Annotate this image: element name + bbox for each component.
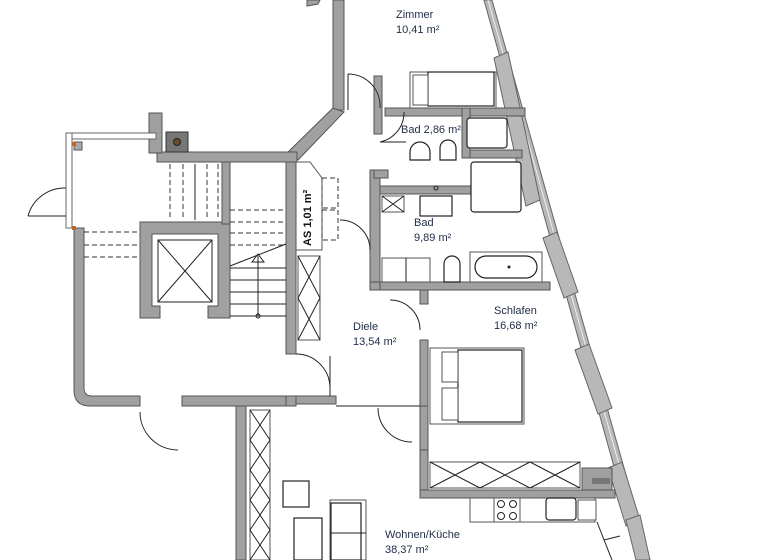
kitchen-counter	[469, 497, 621, 560]
zimmer-bed	[409, 71, 497, 109]
room-label-zimmer: Zimmer 10,41 m²	[396, 8, 439, 38]
facade-wall	[483, 0, 651, 560]
storage-units	[249, 195, 581, 560]
room-area: 2,86 m²	[423, 124, 461, 136]
room-label-wohnen-kueche: Wohnen/Küche 38,37 m²	[385, 528, 460, 558]
staircase	[84, 164, 287, 319]
room-area: 1,01 m²	[302, 189, 314, 228]
living-furniture	[282, 480, 367, 560]
room-label-bad-small: Bad 2,86 m²	[401, 123, 461, 138]
bedroom-bed	[429, 347, 525, 425]
room-name: Schlafen	[494, 305, 537, 317]
as-room	[295, 161, 339, 251]
room-label-diele: Diele 13,54 m²	[353, 320, 396, 350]
room-name: Zimmer	[396, 9, 434, 21]
room-area: 9,89 m²	[414, 232, 452, 244]
room-area: 13,54 m²	[353, 336, 397, 348]
room-name: Diele	[353, 321, 379, 333]
bathroom-fixtures	[381, 117, 543, 283]
room-name: Bad	[401, 124, 421, 136]
room-label-as: AS 1,01 m²	[302, 190, 314, 246]
elevator	[157, 239, 213, 303]
room-area: 10,41 m²	[396, 24, 440, 36]
doors	[27, 73, 421, 451]
room-area: 16,68 m²	[494, 320, 538, 332]
room-name: Wohnen/Küche	[385, 529, 461, 541]
room-name: AS	[302, 230, 314, 246]
room-label-bad: Bad 9,89 m²	[414, 216, 451, 246]
room-label-schlafen: Schlafen 16,68 m²	[494, 304, 537, 334]
room-name: Bad	[414, 217, 434, 229]
walls	[65, 0, 616, 560]
room-area: 38,37 m²	[385, 544, 429, 556]
